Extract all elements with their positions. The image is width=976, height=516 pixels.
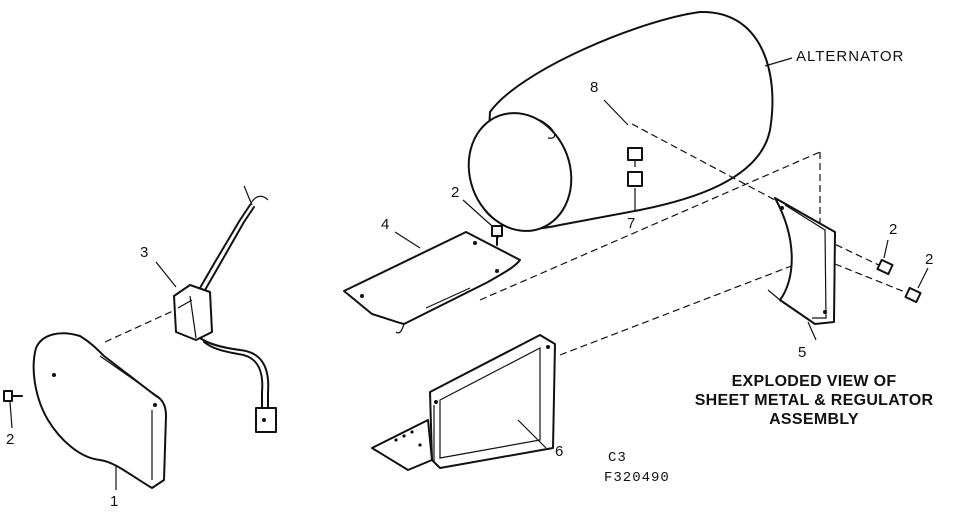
leader-2-right-b xyxy=(917,267,929,289)
plug-connector xyxy=(255,407,277,433)
label-part-4: 4 xyxy=(381,216,390,233)
label-part-2-plate: 2 xyxy=(451,184,460,201)
alternator-leader xyxy=(764,57,793,67)
leader-2-left xyxy=(9,401,13,429)
drawing-number: F320490 xyxy=(604,470,670,486)
section-code: C3 xyxy=(608,450,627,466)
diagram-title: EXPLODED VIEW OF SHEET METAL & REGULATOR… xyxy=(656,372,972,429)
regulator-3 xyxy=(173,185,270,409)
leader-4 xyxy=(394,231,421,249)
connector-7 xyxy=(627,171,643,187)
label-part-5: 5 xyxy=(798,344,807,361)
leader-5 xyxy=(807,321,817,341)
leader-6 xyxy=(517,419,547,449)
leader-2-right-a xyxy=(883,239,889,259)
alternator-body xyxy=(467,10,774,232)
bracket-5 xyxy=(767,197,836,325)
screw-2-right-a xyxy=(876,258,894,276)
alignment-lines xyxy=(104,123,916,356)
plate-4 xyxy=(343,231,521,334)
leader-8 xyxy=(603,99,629,126)
label-part-1: 1 xyxy=(110,493,119,510)
title-line-3: ASSEMBLY xyxy=(769,411,859,428)
label-alternator: ALTERNATOR xyxy=(796,48,905,65)
title-line-2: SHEET METAL & REGULATOR xyxy=(694,392,934,409)
label-part-6: 6 xyxy=(555,443,564,460)
tray-6 xyxy=(371,334,556,471)
label-part-2-right-a: 2 xyxy=(889,221,898,238)
leader-3 xyxy=(155,261,177,288)
screw-2-plate xyxy=(491,225,503,246)
connector-8 xyxy=(627,147,643,161)
label-part-2-right-b: 2 xyxy=(925,251,934,268)
end-cover-1 xyxy=(32,332,167,489)
screw-2-right-b xyxy=(904,286,922,304)
label-part-3: 3 xyxy=(140,244,149,261)
label-part-2-left: 2 xyxy=(6,431,15,448)
screw-2-left xyxy=(3,390,23,402)
title-line-1: EXPLODED VIEW OF xyxy=(731,373,897,390)
leader-2-plate xyxy=(462,199,493,227)
label-part-8: 8 xyxy=(590,79,599,96)
label-part-7: 7 xyxy=(627,215,636,232)
